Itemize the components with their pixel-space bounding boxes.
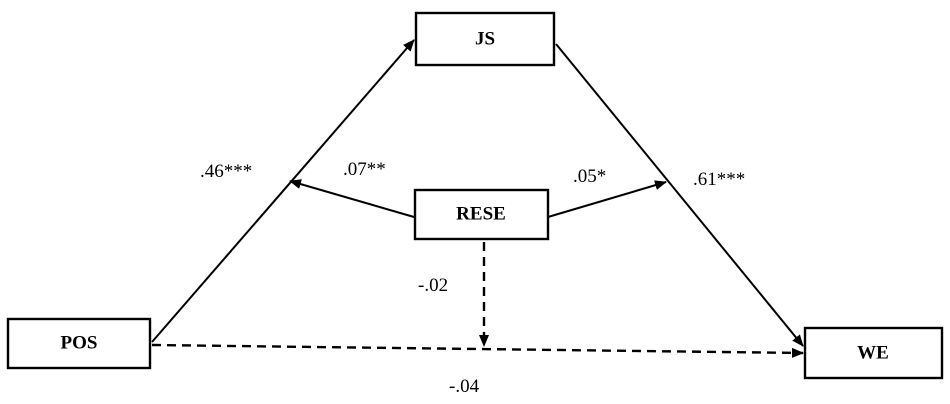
node-rese: RESE	[413, 188, 550, 241]
coef-rese-to-pos-we: -.02	[418, 275, 448, 296]
path-rese-to-js-we	[547, 180, 667, 218]
coef-js-to-we: .61***	[693, 169, 745, 190]
coef-pos-to-we: -.04	[449, 376, 480, 397]
node-pos-label: POS	[61, 333, 98, 354]
node-we-label: WE	[857, 343, 889, 364]
node-js-label: JS	[475, 29, 495, 50]
coef-pos-to-js: .46***	[200, 161, 252, 182]
coef-rese-to-js-we: .05*	[573, 166, 606, 187]
node-rese-label: RESE	[456, 204, 506, 225]
path-pos-to-we	[151, 343, 804, 358]
path-js-to-we	[555, 43, 804, 347]
path-rese-to-pos-js	[289, 179, 415, 218]
node-we: WE	[803, 326, 944, 380]
path-pos-to-js	[151, 39, 415, 343]
node-js: JS	[414, 11, 556, 67]
node-pos: POS	[6, 317, 152, 370]
coef-rese-to-pos-js: .07**	[343, 159, 386, 180]
